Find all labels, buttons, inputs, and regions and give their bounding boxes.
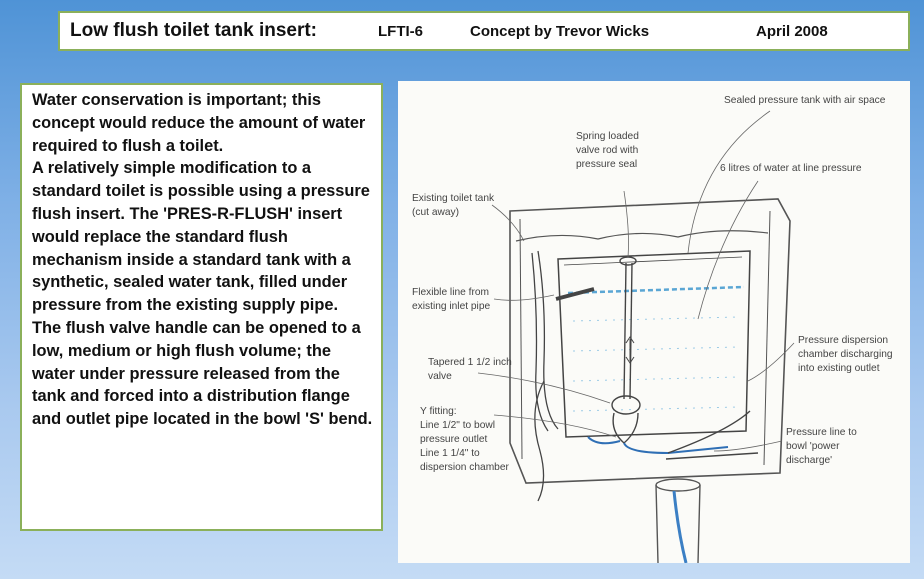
existing-tank-outline	[509, 198, 791, 484]
label-existing-tank-2: (cut away)	[412, 207, 459, 218]
description-paragraph-2: A relatively simple modification to a st…	[32, 159, 370, 315]
label-spring-valve-3: pressure seal	[576, 159, 637, 170]
label-y-fitting-2: Line 1/2" to bowl	[420, 420, 495, 431]
description-panel: Water conservation is important; this co…	[20, 83, 383, 531]
leader-lines	[477, 110, 795, 452]
model-code: LFTI-6	[378, 22, 423, 40]
label-dispersion-3: into existing outlet	[798, 363, 880, 374]
label-pressure-line-3: discharge'	[786, 455, 832, 466]
label-pressure-line-2: bowl 'power	[786, 441, 840, 452]
label-y-fitting-1: Y fitting:	[420, 406, 457, 417]
label-y-fitting-3: pressure outlet	[420, 434, 488, 445]
outlet-pipe	[655, 478, 701, 563]
label-tapered-valve-1: Tapered 1 1/2 inch	[428, 357, 512, 368]
label-flex-line-2: existing inlet pipe	[412, 301, 490, 312]
label-y-fitting-4: Line 1 1/4" to	[420, 448, 480, 459]
label-tapered-valve-2: valve	[428, 371, 452, 382]
label-dispersion-1: Pressure dispersion	[798, 335, 888, 346]
label-spring-valve-2: valve rod with	[576, 145, 638, 156]
author-credit: Concept by Trevor Wicks	[470, 22, 650, 40]
y-fitting	[587, 436, 729, 455]
date-label: April 2008	[756, 22, 828, 40]
valve-rod	[619, 256, 637, 400]
pressure-line	[665, 410, 759, 460]
flush-handle	[555, 287, 595, 301]
label-spring-valve-1: Spring loaded	[576, 131, 639, 142]
label-pressure-line-1: Pressure line to	[786, 427, 857, 438]
label-flex-line-1: Flexible line from	[412, 287, 489, 298]
diagram-sketch: Sealed pressure tank with air space Spri…	[412, 95, 893, 563]
title-bar: Low flush toilet tank insert: LFTI-6 Con…	[58, 11, 910, 51]
sealed-pressure-tank	[557, 250, 751, 438]
label-existing-tank-1: Existing toilet tank	[412, 193, 495, 204]
tank-insert-diagram: Sealed pressure tank with air space Spri…	[398, 81, 910, 563]
label-sealed-tank: Sealed pressure tank with air space	[724, 95, 886, 106]
label-dispersion-2: chamber discharging	[798, 349, 893, 360]
description-paragraph-1: Water conservation is important; this co…	[32, 91, 366, 155]
description-paragraph-3: The flush valve handle can be opened to …	[32, 318, 373, 429]
page-title: Low flush toilet tank insert:	[70, 20, 318, 41]
label-y-fitting-5: dispersion chamber	[420, 462, 510, 473]
flexible-inlet-line	[531, 250, 559, 502]
label-water-volume: 6 litres of water at line pressure	[720, 163, 862, 174]
